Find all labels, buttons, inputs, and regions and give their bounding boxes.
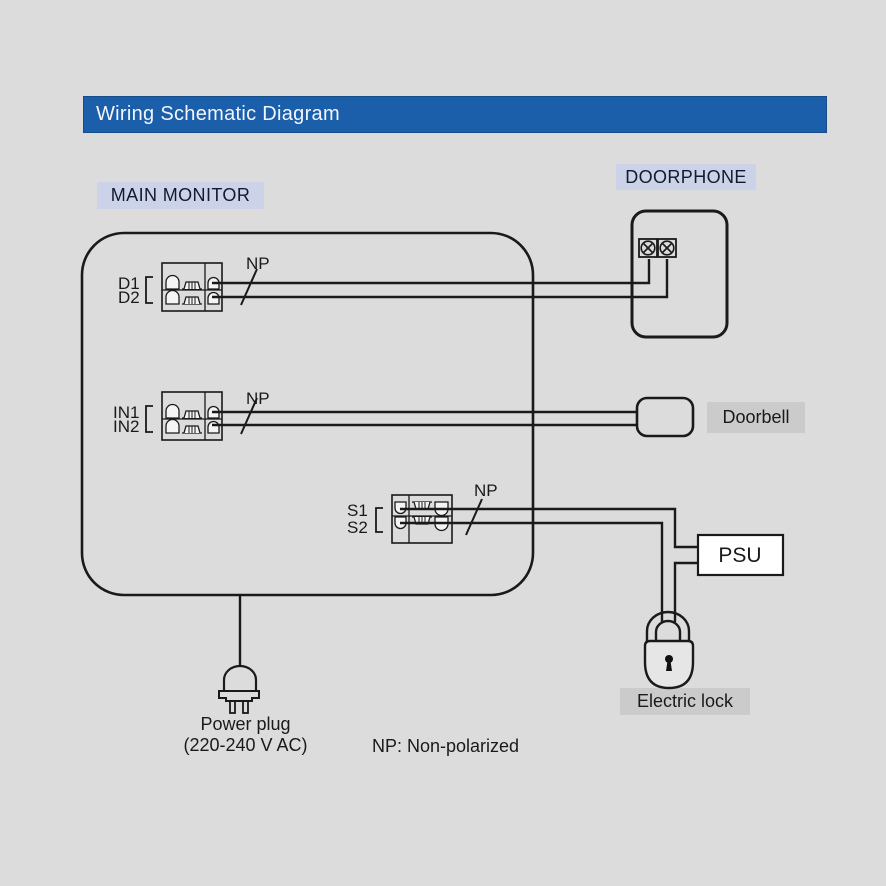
group-brackets	[145, 276, 383, 533]
np-label-s: NP	[474, 481, 498, 500]
doorphone-outline	[630, 209, 729, 339]
doorbell-outline	[635, 396, 695, 438]
bracket-d	[145, 276, 153, 304]
np-note: NP: Non-polarized	[372, 736, 520, 756]
screw-terminal-icon	[638, 238, 677, 258]
psu-box	[696, 533, 785, 577]
wire-d2	[212, 259, 669, 299]
padlock-icon	[643, 610, 695, 690]
wires	[212, 259, 698, 666]
np-slash-d	[240, 268, 258, 306]
terminal-label-d1: D1	[118, 274, 140, 293]
terminal-block-s	[391, 494, 453, 544]
doorphone-label: DOORPHONE	[616, 164, 756, 190]
power-plug-caption-line2: (220-240 V AC)	[183, 735, 308, 755]
terminal-label-s1: S1	[347, 501, 368, 520]
wire-psu-to-lock	[673, 561, 698, 622]
wire-d1	[212, 259, 651, 285]
terminal-label-in1: IN1	[113, 403, 139, 422]
terminal-block-d	[161, 262, 223, 312]
bracket-s	[375, 507, 383, 533]
np-slash-s	[465, 498, 483, 536]
np-slash-in	[240, 397, 258, 435]
bracket-in	[145, 405, 153, 433]
terminal-block-in	[161, 391, 223, 441]
main-monitor-label: MAIN MONITOR	[97, 182, 264, 209]
terminal-label-in2: IN2	[113, 417, 139, 436]
np-slashes	[240, 268, 483, 536]
np-label-d: NP	[246, 254, 270, 273]
wire-s1-to-psu	[400, 507, 698, 549]
np-label-in: NP	[246, 389, 270, 408]
psu-label: PSU	[718, 544, 761, 567]
main-monitor-outline	[80, 231, 535, 597]
wire-s2-to-lock	[400, 521, 664, 622]
terminal-label-s2: S2	[347, 518, 368, 537]
doorbell-label: Doorbell	[707, 402, 805, 433]
terminal-label-d2: D2	[118, 288, 140, 307]
title-bar: Wiring Schematic Diagram	[83, 96, 827, 133]
power-plug-caption: Power plug (220-240 V AC)	[168, 714, 323, 756]
power-plug-icon	[218, 664, 260, 714]
power-plug-caption-line1: Power plug	[200, 714, 291, 734]
electric-lock-label: Electric lock	[620, 688, 750, 715]
keyhole-icon	[665, 655, 673, 663]
